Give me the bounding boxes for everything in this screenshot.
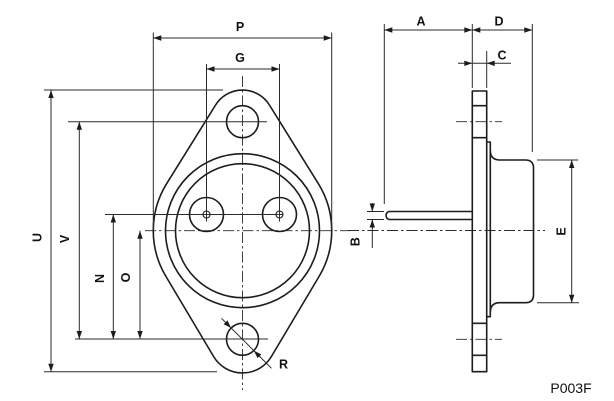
arrowhead (110, 331, 117, 339)
dim-O: O (119, 230, 143, 339)
dim-P: P (152, 20, 333, 231)
arrowhead (153, 35, 162, 41)
dim-G: G (206, 51, 280, 222)
arrowhead (369, 219, 375, 228)
arrowhead (110, 214, 117, 223)
dim-D: D (472, 15, 533, 152)
arrowhead (253, 350, 262, 359)
flange-outline (152, 89, 333, 374)
dim-label-p: P (236, 20, 244, 34)
dim-label-d: D (494, 15, 503, 29)
arrowhead (524, 27, 533, 33)
dim-R: R (221, 317, 288, 372)
dim-label-r: R (279, 358, 288, 372)
arrowhead (569, 294, 575, 303)
arrowhead (369, 203, 375, 212)
arrowhead (76, 331, 83, 339)
dim-label-a: A (416, 15, 425, 29)
dim-label-u: U (31, 233, 45, 242)
arrowhead (206, 66, 215, 72)
arrowhead (76, 121, 83, 130)
arrowhead (323, 35, 332, 41)
dim-label-o: O (119, 272, 133, 282)
dim-V: V (58, 121, 267, 339)
arrowhead (472, 27, 481, 33)
dim-U: U (31, 89, 223, 373)
dim-label-n: N (93, 274, 107, 283)
arrowhead (48, 363, 54, 372)
can-outer-circle (164, 152, 321, 309)
arrowhead (464, 60, 473, 66)
dim-N: N (93, 214, 117, 339)
dim-label-v: V (58, 234, 72, 243)
side-view: A D C B (348, 15, 579, 373)
dim-B: B (349, 203, 384, 248)
dim-label-e: E (555, 227, 569, 235)
can-inner-circle (174, 162, 311, 299)
dim-E: E (537, 159, 579, 304)
pin-profile (385, 210, 474, 221)
dim-C: C (458, 49, 511, 88)
front-view: P G U V (31, 20, 350, 390)
can-base-lip (485, 141, 492, 318)
arrowhead (48, 90, 54, 98)
can-cap-profile (489, 149, 535, 314)
arrowhead (464, 27, 473, 33)
dim-label-c: C (497, 49, 506, 63)
arrowhead (271, 66, 280, 72)
dim-label-b: B (349, 237, 363, 246)
arrowhead (384, 27, 393, 33)
flange-plate (471, 90, 488, 373)
part-code: P003F (550, 380, 591, 396)
dim-label-g: G (235, 51, 245, 65)
arrowhead (137, 230, 143, 239)
arrowhead (486, 60, 495, 66)
dim-A: A (383, 15, 473, 204)
arrowhead (223, 320, 232, 328)
arrowhead (569, 160, 575, 168)
arrowhead (137, 331, 143, 339)
